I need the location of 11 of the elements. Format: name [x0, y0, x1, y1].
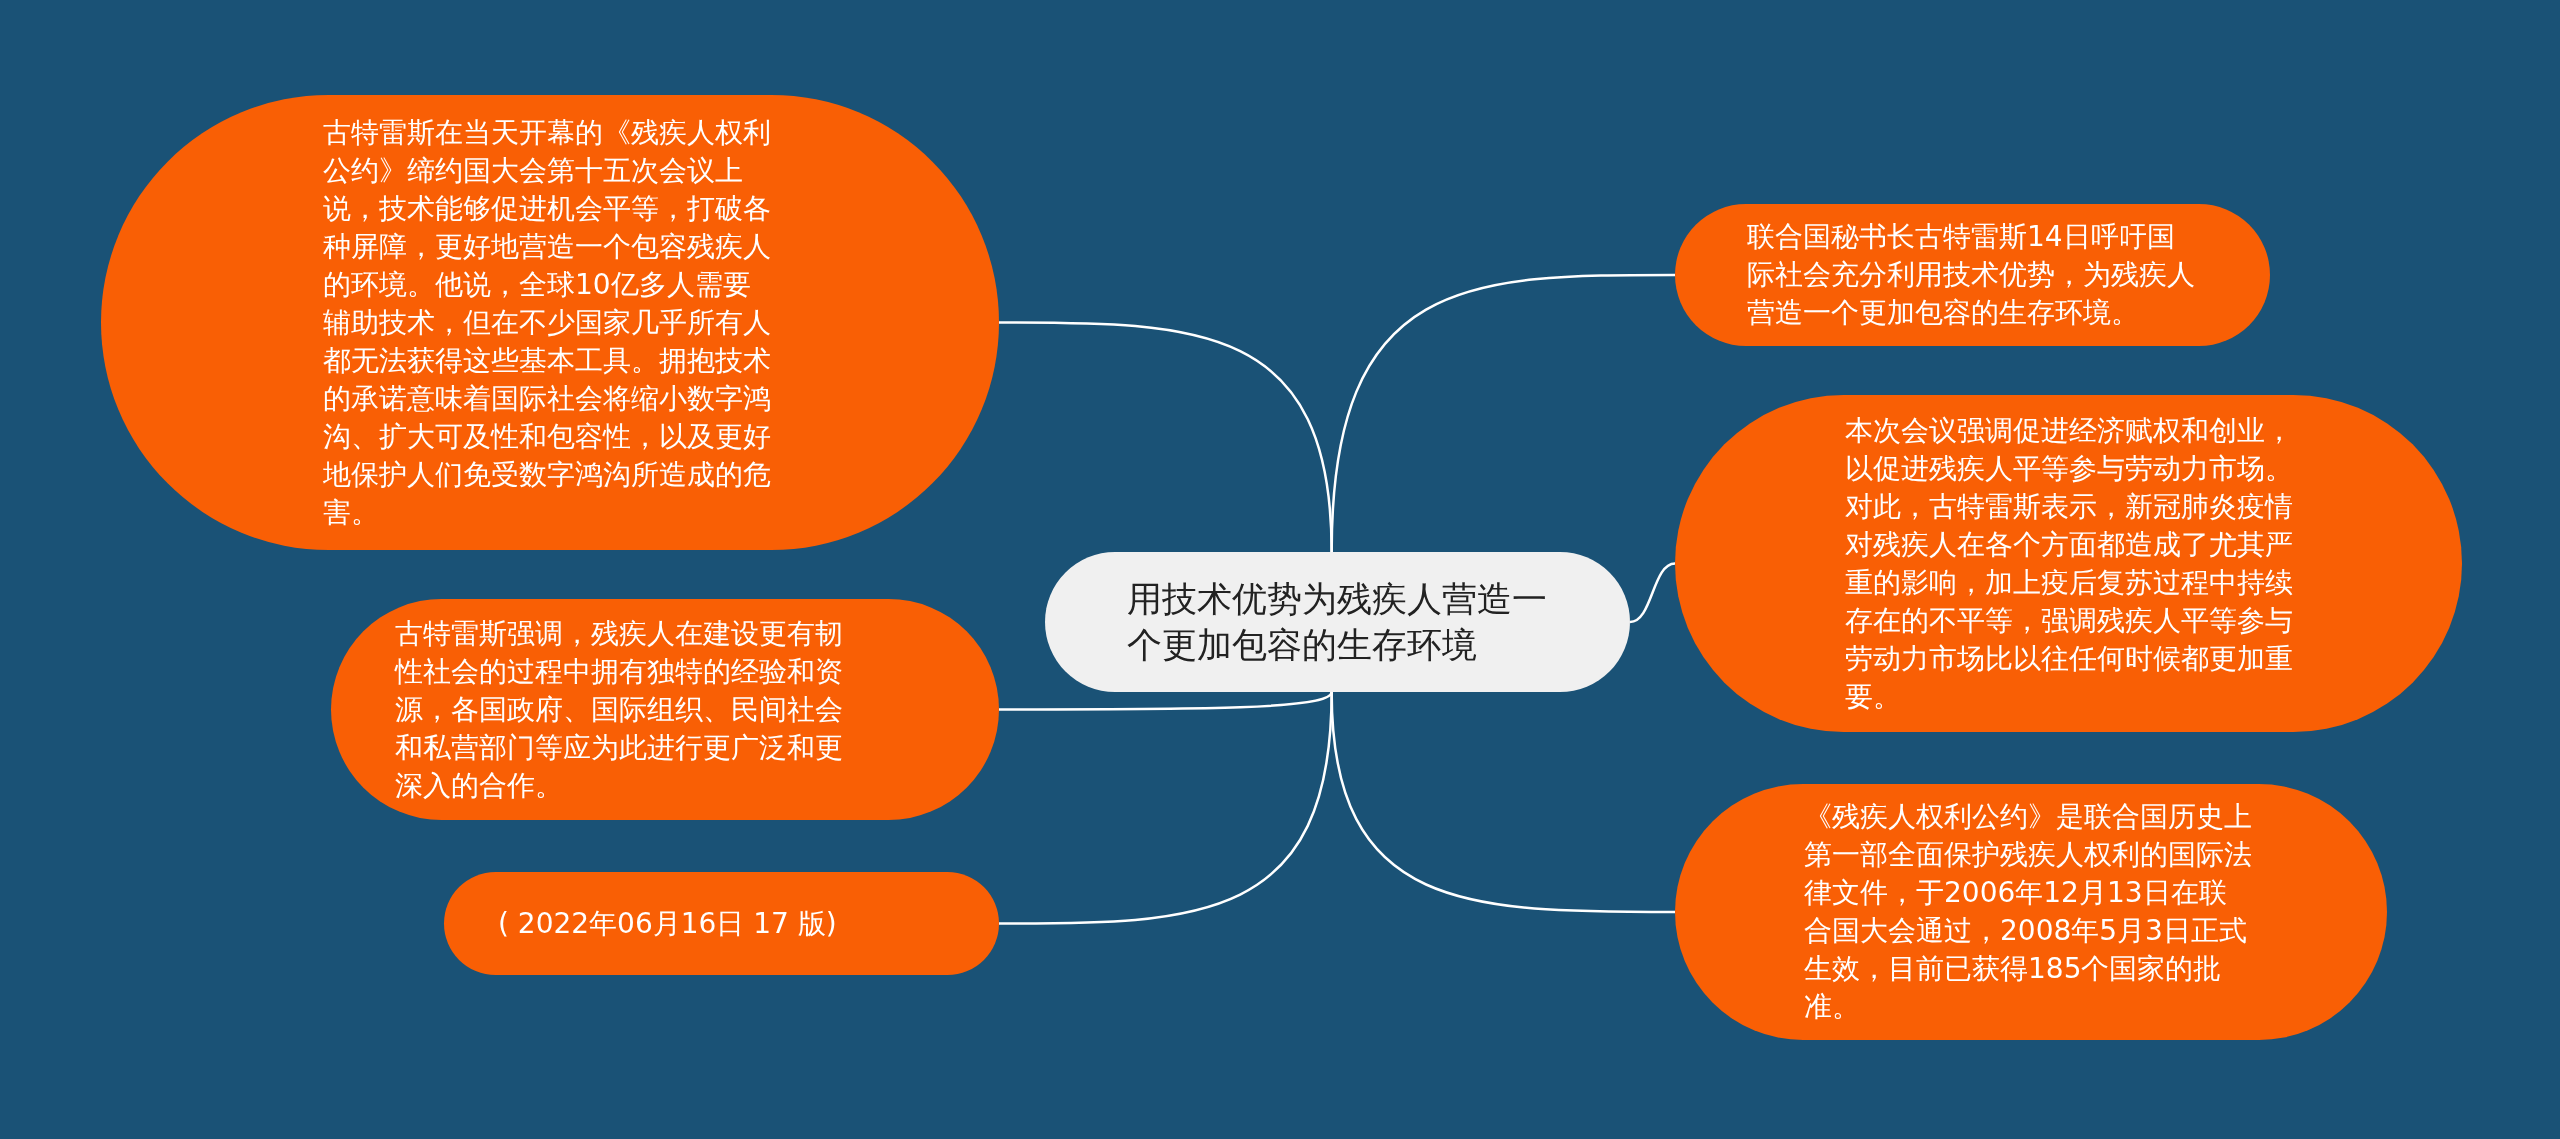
topic-text: 古特雷斯强调，残疾人在建设更有韧性社会的过程中拥有独特的经验和资源，各国政府、国际组织、民间社会和私营部门等应为此进行更广泛和更深入的合作。	[395, 615, 843, 804]
topic-text: 古特雷斯在当天开幕的《残疾人权利公约》缔约国大会第十五次会议上说，技术能够促进机会平等，打破各种屏障，更好地营造一个包容残疾人的环境。他说，全球10亿多人需要辅助技术，但在不少国家几乎所有人都无法获得这些基本工具。拥抱技术的承诺意味着国际社会将缩小数字鸿沟、扩大可及性和包容性，以及更好地保护人们免受数字鸿沟所造成的危害。	[323, 114, 771, 531]
connector-curve	[1629, 562, 1676, 624]
connector-curve	[1330, 273, 1675, 553]
topic-text: 本次会议强调促进经济赋权和创业，以促进残疾人平等参与劳动力市场。对此，古特雷斯表示，新冠肺炎疫情对残疾人在各个方面都造成了尤其严重的影响，加上疫后复苏过程中持续存在的不平等，强调残疾人平等参与劳动力市场比以往任何时候都更加重要。	[1845, 412, 2293, 715]
connector-curve	[1330, 691, 1675, 914]
topic-text: ( 2022年06月16日 17 版)	[498, 905, 838, 942]
topic-title: 用技术优势为残疾人营造一个更加包容的生存环境	[1127, 578, 1548, 667]
connector-curve	[999, 691, 1333, 711]
topic-text: 联合国秘书长古特雷斯14日呼吁国际社会充分利用技术优势，为残疾人营造一个更加包容的生存环境。	[1747, 219, 2195, 331]
topic-text: 《残疾人权利公约》是联合国历史上第一部全面保护残疾人权利的国际法律文件，于2006年12月13日在联合国大会通过，2008年5月3日正式生效，目前已获得185个国家的批准。	[1804, 799, 2252, 1025]
